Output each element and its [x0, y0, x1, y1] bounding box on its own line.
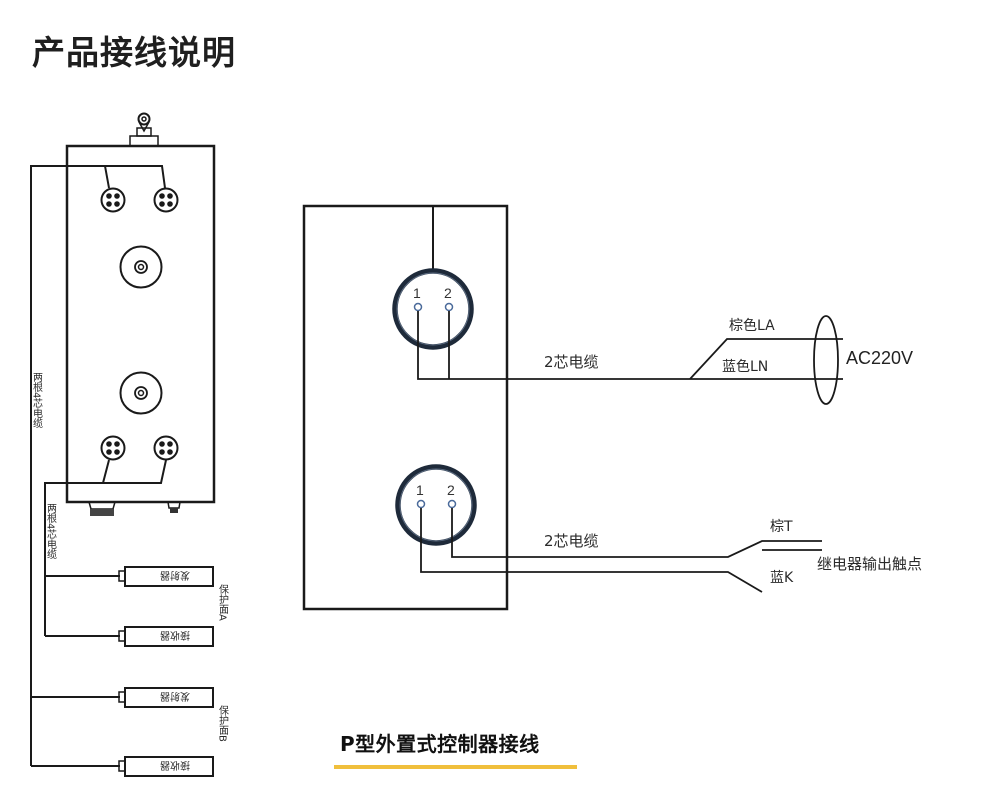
sensor-label: 发射器: [160, 569, 190, 582]
cable-main: [30, 165, 166, 767]
power-bundle-icon: [813, 315, 839, 405]
wire-brown-la-label: 棕色LA: [729, 317, 775, 334]
two-pin-connector-icon: [395, 464, 477, 546]
caption-underline: [334, 765, 577, 769]
sensor-receiver: 接收器: [118, 756, 214, 777]
sensor-label: 接收器: [160, 759, 190, 772]
relay-output-label: 继电器输出触点: [817, 555, 922, 573]
four-pin-connector-icon: [153, 435, 179, 461]
p-controller-box: [302, 204, 509, 611]
cable-gland-icon: [167, 501, 181, 513]
sensor-transmitter: 发射器: [118, 687, 214, 708]
top-pin-2-label: 2: [444, 285, 452, 301]
sensor-receiver: 接收器: [118, 626, 214, 647]
enclosure-body: [65, 144, 216, 504]
sensor-label: 发射器: [160, 690, 190, 703]
four-pin-connector-icon: [100, 187, 126, 213]
page-title: 产品接线说明: [32, 33, 236, 72]
wire-blue-k-label: 蓝K: [770, 570, 794, 586]
four-pin-connector-icon: [153, 187, 179, 213]
two-pin-connector-icon: [392, 268, 474, 350]
sensor-body: [124, 687, 214, 708]
protection-face-a-label: 保护面A: [217, 583, 229, 621]
four-pin-connector-icon: [100, 435, 126, 461]
top-cable-label: 2芯电缆: [544, 353, 599, 371]
wire-blue-ln-label: 蓝色LN: [722, 358, 768, 375]
diagram-caption: P型外置式控制器接线: [340, 732, 540, 756]
wire-brown-t-label: 棕T: [770, 519, 793, 535]
cable-branch: [44, 459, 167, 637]
sensor-body: [124, 566, 214, 587]
sensor-transmitter: 发射器: [118, 566, 214, 587]
bottom-cable-label: 2芯电缆: [544, 532, 599, 550]
mounting-lug-icon: [129, 112, 159, 147]
sensor-body: [124, 756, 214, 777]
supply-voltage-label: AC220V: [846, 348, 913, 368]
cable-label-main: 两根4芯电缆: [31, 372, 43, 428]
controller-enclosure: [65, 112, 216, 516]
bottom-pin-2-label: 2: [447, 482, 455, 498]
bottom-pin-1-label: 1: [416, 482, 424, 498]
round-port-icon: [119, 245, 163, 289]
sensor-body: [124, 626, 214, 647]
sensor-label: 接收器: [160, 629, 190, 642]
cable-label-branch: 两根4芯电缆: [45, 503, 57, 559]
round-port-icon: [119, 371, 163, 415]
protection-face-b-label: 保护面B: [217, 704, 229, 742]
top-pin-1-label: 1: [413, 285, 421, 301]
cable-gland-icon: [88, 501, 116, 516]
